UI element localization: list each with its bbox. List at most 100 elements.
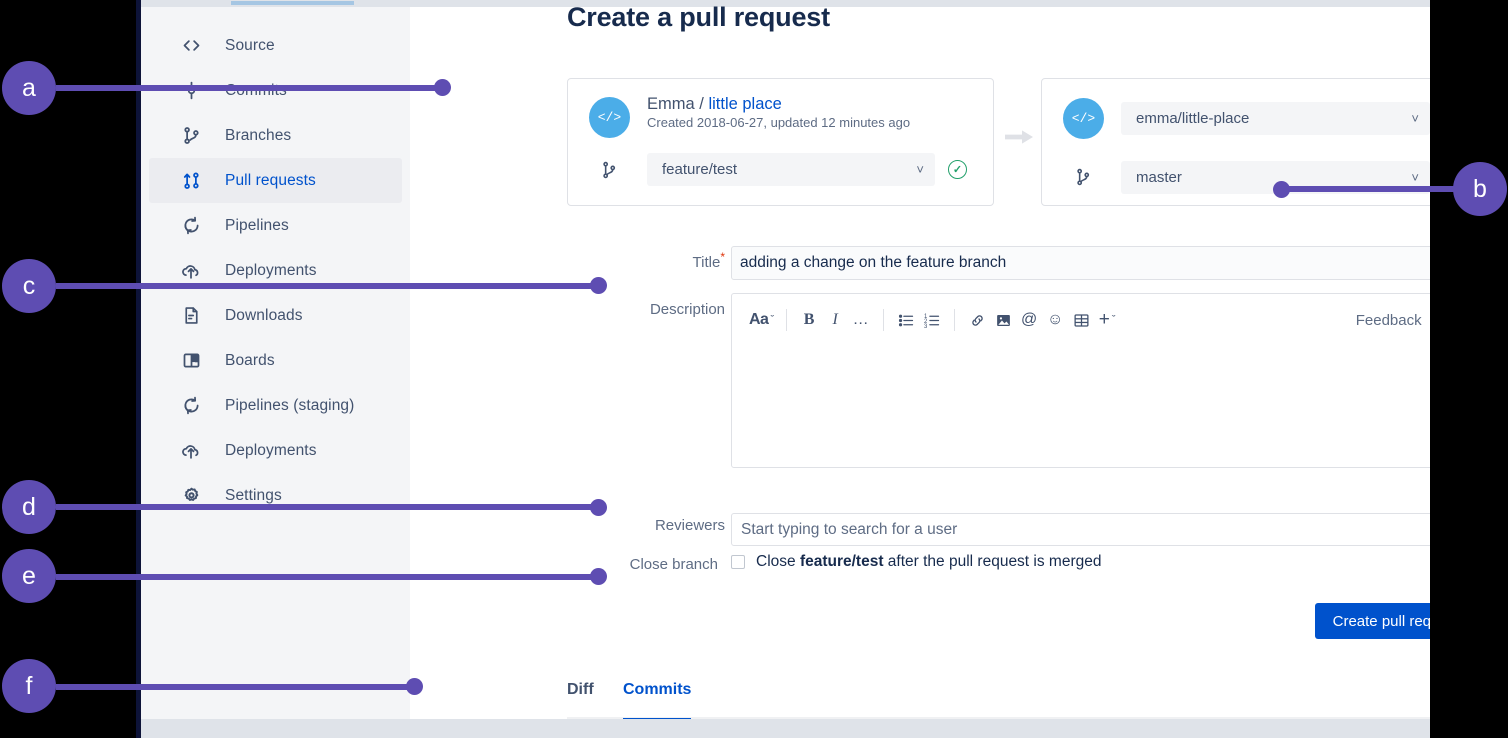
sidebar-item-branches[interactable]: Branches	[149, 113, 402, 158]
chevron-down-icon: ˅	[1411, 170, 1419, 185]
close-branch-row[interactable]: Close feature/test after the pull reques…	[731, 553, 1101, 571]
toolbar-divider	[786, 309, 788, 331]
bold-button[interactable]: B	[803, 311, 815, 328]
sidebar-item-label: Settings	[225, 486, 282, 504]
annotation-dot-b	[1273, 181, 1290, 198]
sidebar: Source Commits Branches	[141, 7, 410, 719]
source-repo-heading: Emma / little place	[647, 95, 782, 114]
sidebar-item-source[interactable]: Source	[149, 23, 402, 68]
toolbar-divider	[954, 309, 956, 331]
browser-top-strip	[136, 0, 1430, 7]
sidebar-item-label: Branches	[225, 126, 292, 144]
pull-request-icon	[179, 169, 203, 193]
mention-icon[interactable]: @	[1021, 311, 1038, 328]
source-branch-value: feature/test	[662, 161, 738, 178]
sidebar-item-deployments[interactable]: Deployments	[149, 248, 402, 293]
bottom-tabs: Diff Commits	[567, 677, 1430, 721]
tab-diff[interactable]: Diff	[567, 681, 594, 698]
sidebar-item-pipelines-staging[interactable]: Pipelines (staging)	[149, 383, 402, 428]
pipeline-icon	[179, 214, 203, 238]
reviewers-label: Reviewers	[654, 517, 725, 534]
create-pull-request-button[interactable]: Create pull request	[1315, 603, 1430, 639]
sidebar-item-label: Deployments	[225, 441, 317, 459]
destination-repo-value: emma/little-place	[1136, 110, 1250, 127]
insert-plus-label: +	[1098, 309, 1110, 330]
reviewers-placeholder: Start typing to search for a user	[741, 520, 958, 538]
branch-icon	[179, 124, 203, 148]
source-repo-link[interactable]: little place	[708, 95, 782, 113]
title-label: Title*	[565, 250, 725, 271]
more-formatting-button[interactable]: …	[852, 311, 870, 328]
chevron-down-icon: ˅	[916, 162, 924, 177]
repo-avatar-icon: </>	[589, 97, 630, 138]
bullet-list-icon[interactable]	[893, 306, 919, 334]
insert-button[interactable]: +ˇ	[1094, 306, 1120, 334]
deployments-icon	[179, 259, 203, 283]
source-owner: Emma	[647, 95, 695, 113]
close-branch-prefix: Close	[756, 553, 800, 570]
annotation-dot-f	[406, 678, 423, 695]
main-content: Create a pull request </> Emma / little …	[410, 2, 1430, 721]
annotation-line-e	[56, 574, 601, 580]
destination-repo-select[interactable]: emma/little-place ˅	[1121, 102, 1430, 135]
svg-text:3: 3	[924, 324, 928, 329]
sidebar-item-label: Pipelines	[225, 216, 289, 234]
source-valid-check-icon: ✓	[948, 160, 967, 179]
sidebar-item-settings[interactable]: Settings	[149, 473, 402, 518]
sidebar-nav: Source Commits Branches	[141, 7, 410, 518]
annotation-line-c	[56, 283, 601, 289]
app-window: Source Commits Branches	[136, 0, 1430, 738]
annotation-marker-f: f	[2, 659, 56, 713]
destination-branch-panel: </> emma/little-place ˅ master ˅ ✓	[1041, 78, 1430, 206]
image-icon[interactable]	[990, 306, 1016, 334]
table-icon[interactable]	[1068, 306, 1094, 334]
close-branch-text: Close feature/test after the pull reques…	[756, 553, 1101, 571]
italic-button[interactable]: I	[832, 311, 838, 328]
downloads-icon	[179, 304, 203, 328]
tab-commits[interactable]: Commits	[623, 677, 692, 721]
toolbar-divider	[883, 309, 885, 331]
repo-avatar-icon: </>	[1063, 98, 1104, 139]
sidebar-item-label: Pipelines (staging)	[225, 396, 355, 414]
sidebar-item-pipelines[interactable]: Pipelines	[149, 203, 402, 248]
annotation-line-a	[56, 85, 446, 91]
annotation-line-b	[1275, 186, 1460, 192]
source-separator: /	[694, 95, 709, 113]
source-repo-meta: Created 2018-06-27, updated 12 minutes a…	[647, 115, 911, 130]
emoji-icon[interactable]: ☺	[1046, 311, 1064, 328]
chevron-down-icon: ˅	[1411, 111, 1419, 126]
text-style-label: Aa	[749, 311, 769, 328]
sidebar-item-deployments-2[interactable]: Deployments	[149, 428, 402, 473]
sidebar-item-downloads[interactable]: Downloads	[149, 293, 402, 338]
destination-branch-value: master	[1136, 169, 1182, 186]
svg-text:1: 1	[924, 313, 928, 319]
sidebar-item-pull-requests[interactable]: Pull requests	[149, 158, 402, 203]
reviewers-input[interactable]: Start typing to search for a user	[731, 513, 1430, 546]
annotation-line-f	[56, 684, 416, 690]
link-icon[interactable]	[964, 306, 990, 334]
annotation-marker-d: d	[2, 480, 56, 534]
pipeline-icon	[179, 394, 203, 418]
chevron-down-icon: ˇ	[1111, 314, 1116, 326]
sidebar-item-label: Boards	[225, 351, 275, 369]
close-branch-suffix: after the pull request is merged	[883, 553, 1102, 570]
sidebar-item-label: Pull requests	[225, 171, 316, 189]
chevron-down-icon: ˇ	[770, 314, 775, 326]
source-branch-select[interactable]: feature/test ˅	[647, 153, 935, 186]
sidebar-item-boards[interactable]: Boards	[149, 338, 402, 383]
required-indicator: *	[720, 250, 725, 264]
boards-icon	[179, 349, 203, 373]
title-label-text: Title	[692, 254, 721, 271]
title-field[interactable]: adding a change on the feature branch	[731, 246, 1430, 280]
close-branch-checkbox[interactable]	[731, 555, 745, 569]
feedback-link[interactable]: Feedback	[1355, 311, 1422, 329]
page-title: Create a pull request	[567, 2, 830, 32]
annotation-marker-c: c	[2, 259, 56, 313]
annotation-marker-a: a	[2, 61, 56, 115]
sidebar-item-label: Source	[225, 36, 275, 54]
sidebar-item-label: Downloads	[225, 306, 303, 324]
